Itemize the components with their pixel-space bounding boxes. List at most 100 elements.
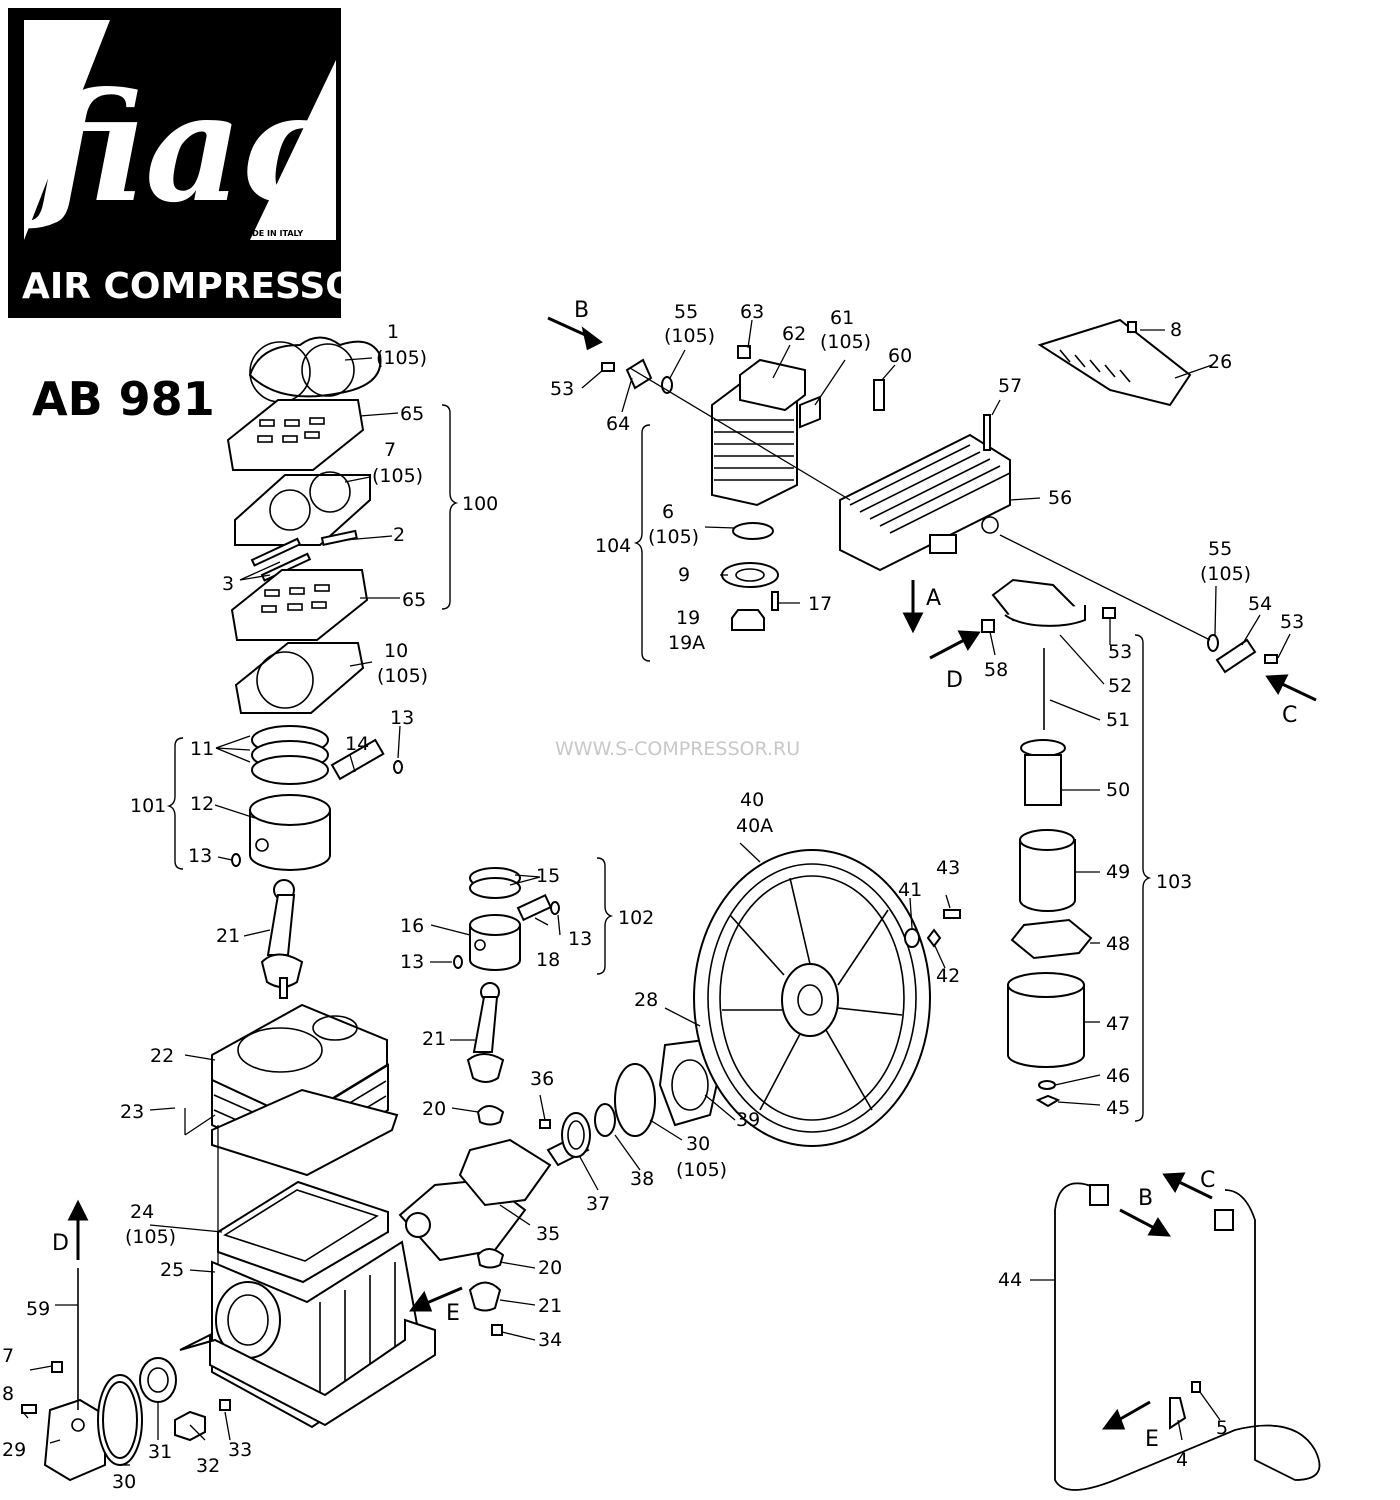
part-label: 2 (393, 524, 405, 546)
part-label: 30 (112, 1471, 136, 1493)
air-filter-assembly (981, 578, 1116, 1108)
part-label: 53 (550, 378, 574, 400)
leader-lines (21, 319, 1291, 1466)
part-label: 53 (1280, 611, 1304, 633)
part-label: 32 (196, 1455, 220, 1477)
part-label: 10 (384, 640, 408, 662)
part-label: 26 (1208, 351, 1232, 373)
part-label: 18 (536, 949, 560, 971)
part-label: 8 (1170, 319, 1182, 341)
group-label-100: 100 (462, 493, 498, 515)
part-label: 25 (160, 1259, 184, 1281)
part-label: 62 (782, 323, 806, 345)
kit-label: (105) (377, 665, 428, 687)
arrow-label-b-top: B (574, 298, 589, 323)
part-label: 30 (686, 1133, 710, 1155)
kit-label: (105) (676, 1159, 727, 1181)
kit-label: (105) (125, 1226, 176, 1248)
part-label: 22 (150, 1045, 174, 1067)
arrow-letters: B A D C C B E D E (52, 298, 1297, 1452)
part-label: 13 (188, 845, 212, 867)
part-label: 44 (998, 1269, 1022, 1291)
part-label: 35 (536, 1223, 560, 1245)
part-label: 46 (1106, 1065, 1130, 1087)
part-label: 34 (538, 1329, 562, 1351)
part-label: 19 (676, 607, 700, 629)
part-label: 56 (1048, 487, 1072, 509)
kit-label: (105) (664, 325, 715, 347)
part-label: 55 (1208, 538, 1232, 560)
part-label: 13 (568, 928, 592, 950)
group-label-104: 104 (595, 535, 631, 557)
part-label: 65 (400, 403, 424, 425)
group-label-103: 103 (1156, 871, 1192, 893)
crankshaft-group (398, 1021, 722, 1336)
part-label: 1 (387, 321, 399, 343)
part-label: 57 (998, 375, 1022, 397)
arrow-label-d-left: D (52, 1231, 69, 1256)
part-label: 15 (536, 865, 560, 887)
group-numbers: 100 101 102 103 104 (130, 493, 1192, 929)
part-label: 21 (422, 1028, 446, 1050)
part-label: 6 (662, 501, 674, 523)
part-label: 8 (2, 1383, 14, 1405)
part-label: 61 (830, 307, 854, 329)
logo-tagline: AIR COMPRESSORS (22, 266, 410, 307)
part-label: 23 (120, 1101, 144, 1123)
part-label: 33 (228, 1439, 252, 1461)
part-label: 38 (630, 1168, 654, 1190)
part-label: 21 (216, 925, 240, 947)
group-label-102: 102 (618, 907, 654, 929)
part-label: 7 (384, 439, 396, 461)
arrow-label-e-crank: E (446, 1301, 460, 1326)
piston-assembly-small (453, 867, 560, 1083)
arrow-label-c-mid: C (1282, 703, 1297, 728)
kit-label: (105) (372, 465, 423, 487)
part-label: 40 (740, 789, 764, 811)
part-label: 52 (1108, 675, 1132, 697)
part-label: 37 (586, 1193, 610, 1215)
part-label: 20 (538, 1257, 562, 1279)
part-label: 40A (736, 815, 773, 837)
watermark: WWW.S-COMPRESSOR.RU (555, 738, 800, 760)
connecting-rod-left (260, 879, 304, 999)
valve-plate-stack (226, 336, 382, 714)
part-label: 12 (190, 793, 214, 815)
fiac-logo: fiac MADE IN ITALY AIR COMPRESSORS (8, 8, 410, 318)
kit-label: (105) (820, 331, 871, 353)
flywheel-pulley (693, 849, 961, 1147)
logo-made-in: MADE IN ITALY (238, 229, 303, 238)
piston-assembly-large (231, 725, 403, 871)
part-label: 14 (345, 733, 369, 755)
side-cover-parts (21, 1268, 231, 1482)
cylinder-head-assembly (601, 318, 1192, 631)
part-label: 58 (984, 659, 1008, 681)
part-label: 64 (606, 413, 630, 435)
part-label: 54 (1248, 593, 1272, 615)
group-braces (166, 404, 1152, 1122)
part-label: 16 (400, 915, 424, 937)
part-label: 42 (936, 965, 960, 987)
logo-wordmark: fiac (27, 60, 334, 236)
part-label: 24 (130, 1201, 154, 1223)
part-label: 49 (1106, 861, 1130, 883)
delivery-pipe (1054, 1182, 1321, 1491)
arrow-label-e-pipe: E (1145, 1427, 1159, 1452)
part-label: 31 (148, 1441, 172, 1463)
kit-label: (105) (1200, 563, 1251, 585)
part-label: 48 (1106, 933, 1130, 955)
part-label: 20 (422, 1098, 446, 1120)
group-label-101: 101 (130, 795, 166, 817)
cylinder-block (211, 1003, 399, 1177)
kit-label: (105) (648, 526, 699, 548)
part-label: 39 (736, 1109, 760, 1131)
part-label: 4 (1176, 1449, 1188, 1471)
part-label: 29 (2, 1439, 26, 1461)
arrow-label-b-pipe: B (1138, 1186, 1153, 1211)
part-label: 63 (740, 301, 764, 323)
part-label: 3 (222, 573, 234, 595)
kit-label: (105) (376, 347, 427, 369)
part-label: 59 (26, 1298, 50, 1320)
part-label: 11 (190, 738, 214, 760)
